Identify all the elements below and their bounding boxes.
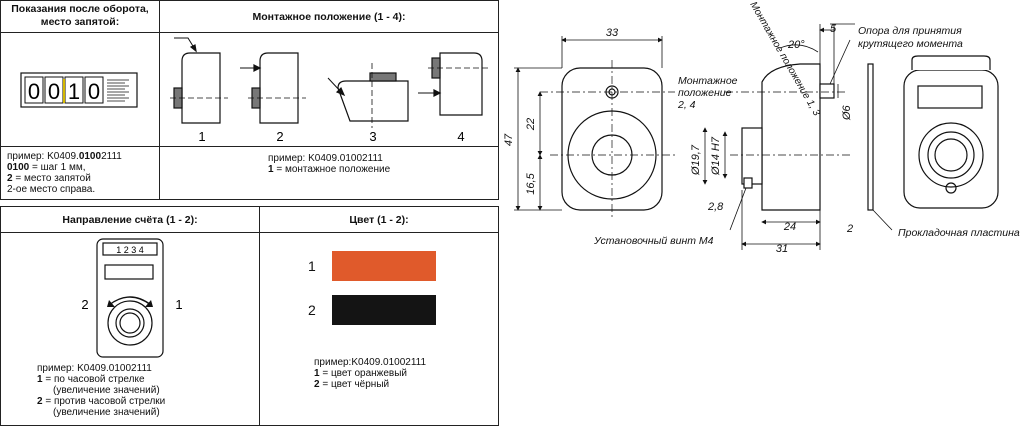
mount-label-2: 2	[276, 129, 283, 144]
reading-panel: Показания после оборота, место запятой: …	[0, 0, 160, 200]
digit-2: 0	[48, 79, 60, 104]
reading-decimal: 2 = место запятой	[7, 173, 91, 184]
dim-d197: Ø19,7	[690, 144, 702, 176]
counter-display: 0 0 1 0	[20, 72, 138, 108]
direction-cw-note: (увеличение значений)	[53, 385, 160, 396]
dim-angle: 20°	[787, 39, 805, 51]
mount-label-4: 4	[457, 129, 464, 144]
label-mount-24a: Монтажное	[678, 75, 738, 87]
color-panel-header: Цвет (1 - 2):	[260, 207, 498, 233]
label-mount-24c: 2, 4	[677, 99, 696, 111]
reading-step: 0100 = шаг 1 мм,	[7, 162, 86, 173]
dim-top: 5	[830, 23, 837, 35]
digit-3: 1	[68, 79, 80, 104]
mounting-panel: Монтажное положение (1 - 4):	[159, 0, 499, 200]
color-panel: Цвет (1 - 2): 1 2 пример:K0409.01002111 …	[259, 206, 499, 426]
dim-d6: Ø6	[841, 104, 853, 121]
reading-example: пример: K0409.01002111	[7, 151, 122, 162]
direction-panel-header: Направление счёта (1 - 2):	[1, 207, 259, 233]
mounting-example: пример: K0409.01002111	[268, 153, 383, 164]
dim-24: 24	[783, 221, 796, 233]
direction-drawing: 1 2 3 4 2 1	[81, 238, 183, 358]
digit-4: 0	[88, 79, 100, 104]
label-plate: Прокладочная пластина	[898, 227, 1020, 239]
dim-28: 2,8	[707, 201, 724, 213]
dim-width: 33	[606, 27, 619, 39]
color-example: пример:K0409.01002111	[314, 357, 427, 368]
spacer-plate	[867, 63, 874, 211]
direction-panel: Направление счёта (1 - 2): 1 2 3 4 2 1 п…	[0, 206, 260, 426]
color-label-2: 2	[308, 302, 316, 318]
side-view-body	[761, 63, 821, 211]
color-black: 2 = цвет чёрный	[314, 379, 390, 390]
label-screw: Установочный винт M4	[593, 235, 714, 247]
mounting-positions-drawing: 1 2 3 4	[170, 37, 490, 144]
label-mount-24b: положение	[678, 87, 732, 99]
label-support-a: Опора для принятия	[858, 25, 962, 37]
dim-height: 47	[503, 133, 515, 146]
mounting-explanation: 1 = монтажное положение	[268, 164, 391, 175]
direction-example: пример: K0409.01002111	[37, 363, 152, 374]
dim-lower: 16,5	[525, 172, 537, 194]
technical-drawing: 33 47 22 16,5 20° 5 Ø6 Ø19,7 Ø14 H7 2,8 …	[503, 0, 1020, 255]
label-support-b: крутящего момента	[858, 38, 963, 50]
color-orange: 1 = цвет оранжевый	[314, 368, 408, 379]
reading-position: 2-ое место справа.	[7, 184, 96, 195]
dim-2: 2	[846, 223, 853, 235]
reading-panel-header: Показания после оборота, место запятой:	[1, 1, 159, 33]
direction-ccw-note: (увеличение значений)	[53, 407, 160, 418]
direction-label-cw: 1	[175, 297, 182, 312]
mount-label-1: 1	[198, 129, 205, 144]
dim-upper: 22	[525, 118, 537, 131]
color-label-1: 1	[308, 258, 316, 274]
direction-cw: 1 = по часовой стрелке	[37, 374, 145, 385]
black-swatch	[332, 295, 436, 325]
mount-label-3: 3	[369, 129, 376, 144]
direction-ccw: 2 = против часовой стрелки	[37, 396, 166, 407]
direction-label-ccw: 2	[81, 297, 88, 312]
dim-d14: Ø14 H7	[710, 136, 722, 176]
digit-1: 0	[28, 79, 40, 104]
mounting-panel-header: Монтажное положение (1 - 4):	[160, 1, 498, 33]
orange-swatch	[332, 251, 436, 281]
dim-31: 31	[776, 243, 788, 255]
direction-counter-digits: 1 2 3 4	[116, 245, 144, 255]
